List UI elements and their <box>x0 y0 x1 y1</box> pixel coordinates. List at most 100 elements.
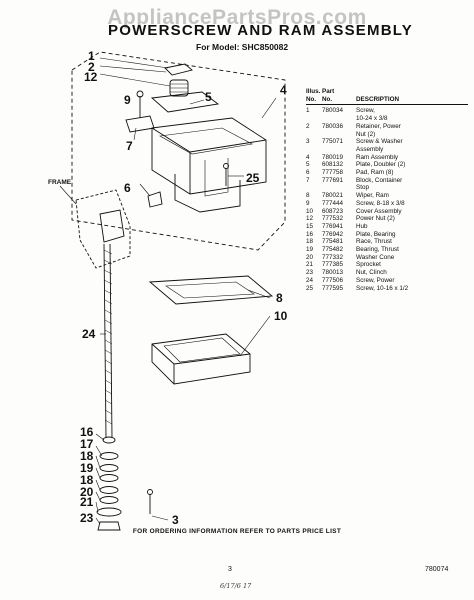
callout-21: 21 <box>80 495 94 509</box>
document-number: 780074 <box>425 566 449 573</box>
illus-no-cell: 16 <box>306 230 314 238</box>
part-no-cell: 776941 <box>322 222 344 230</box>
part-no-cell: 777758 <box>322 169 344 177</box>
description-cell: Screw & Washer Assembly <box>356 138 403 153</box>
callout-2: 2 <box>88 60 95 74</box>
callout-1: 1 <box>88 49 95 63</box>
thrust-bearing <box>99 474 119 482</box>
callout-5: 5 <box>205 90 212 104</box>
header-description: DESCRIPTION <box>356 95 400 103</box>
parts-table-row: 12 777532 Power Nut (2) <box>306 215 468 223</box>
callout-12: 12 <box>84 70 98 84</box>
callout-4: 4 <box>280 83 287 97</box>
part-no-cell: 777595 <box>322 284 344 292</box>
description-cell: Race, Thrust <box>356 238 392 246</box>
hub <box>102 436 116 444</box>
illus-no-cell: 3 <box>306 138 310 146</box>
illus-no-cell: 20 <box>306 253 314 261</box>
callout-3: 3 <box>172 513 179 527</box>
illus-no-cell: 4 <box>306 153 310 161</box>
description-cell: Block, Container Stop <box>356 176 403 192</box>
description-cell: Pad, Ram (8) <box>356 169 394 177</box>
parts-table-row: 18 775481 Race, Thrust <box>306 238 468 246</box>
part-no-cell: 777332 <box>322 253 344 261</box>
description-cell: Ram Assembly <box>356 153 398 161</box>
description-cell: Bearing, Thrust <box>356 246 399 254</box>
illus-no-cell: 25 <box>306 284 314 292</box>
description-cell: Nut, Clinch <box>356 269 387 277</box>
callout-16: 16 <box>80 425 94 439</box>
page-number: 3 <box>228 566 232 573</box>
part-no-cell: 775482 <box>322 246 344 254</box>
callout-18-upper: 18 <box>80 449 94 463</box>
callout-7: 7 <box>126 139 133 153</box>
description-cell: Plate, Bearing <box>356 230 396 238</box>
description-cell: Power Nut (2) <box>356 215 395 223</box>
illus-no-cell: 12 <box>306 215 314 223</box>
drawing-strokes <box>59 51 286 531</box>
description-cell: Retainer, Power Nut (2) <box>356 122 401 138</box>
model-line: For Model: SHC850082 <box>196 42 289 52</box>
clinch-nut <box>97 521 121 531</box>
parts-table-row: 2 780036 Retainer, Power Nut (2) <box>306 123 468 138</box>
callout-24: 24 <box>82 327 96 341</box>
part-no-cell: 780021 <box>322 192 344 200</box>
illus-no-cell: 10 <box>306 207 314 215</box>
power-screw <box>103 243 113 439</box>
illus-no-cell: 24 <box>306 276 314 284</box>
part-no-cell: 608132 <box>322 161 344 169</box>
watermark: AppliancePartsPros.com <box>107 6 367 29</box>
part-no-cell: 777532 <box>322 215 344 223</box>
ram-pad <box>147 191 163 208</box>
callout-18-lower: 18 <box>80 473 94 487</box>
ram-wiper <box>148 275 274 305</box>
callout-6: 6 <box>124 181 131 195</box>
callout-20: 20 <box>80 485 94 499</box>
frame-section <box>75 189 131 269</box>
illus-no-cell: 6 <box>306 169 310 177</box>
parts-table-header: Illus. No. Part No. DESCRIPTION <box>306 88 468 106</box>
part-no-cell: 777385 <box>322 261 344 269</box>
parts-table-row: 16 776942 Plate, Bearing <box>306 231 468 239</box>
frame-label: FRAME <box>48 179 72 186</box>
part-no-cell: 775481 <box>322 238 344 246</box>
illus-no-cell: 15 <box>306 222 314 230</box>
cover-assembly <box>151 333 251 385</box>
retainer-power-nut <box>164 63 193 76</box>
description-cell: Plate, Doubler (2) <box>356 161 406 169</box>
part-no-cell: 775071 <box>322 138 344 146</box>
part-no-cell: 608723 <box>322 207 344 215</box>
doubler-plate <box>150 91 220 113</box>
sprocket <box>96 507 122 517</box>
part-no-cell: 780034 <box>322 107 344 115</box>
illus-no-cell: 9 <box>306 199 310 207</box>
part-no-cell: 777691 <box>322 176 344 184</box>
description-cell: Wiper, Ram <box>356 192 389 200</box>
part-no-cell: 780036 <box>322 122 344 130</box>
parts-table-row: 3 775071 Screw & Washer Assembly <box>306 138 468 153</box>
callout-8: 8 <box>276 291 283 305</box>
ram-block <box>151 117 267 195</box>
ram-assembly-enclosure <box>71 51 286 251</box>
ordering-note: FOR ORDERING INFORMATION REFER TO PARTS … <box>132 528 342 535</box>
illus-no-cell: 2 <box>306 122 310 130</box>
callout-19: 19 <box>80 461 94 475</box>
part-no-cell: 776942 <box>322 230 344 238</box>
description-cell: Sprocket <box>356 261 381 269</box>
illus-no-cell: 18 <box>306 238 314 246</box>
container-stop-block <box>125 115 155 133</box>
description-cell: Washer Cone <box>356 253 395 261</box>
description-cell: Screw, 8-18 x 3/8 <box>356 199 405 207</box>
